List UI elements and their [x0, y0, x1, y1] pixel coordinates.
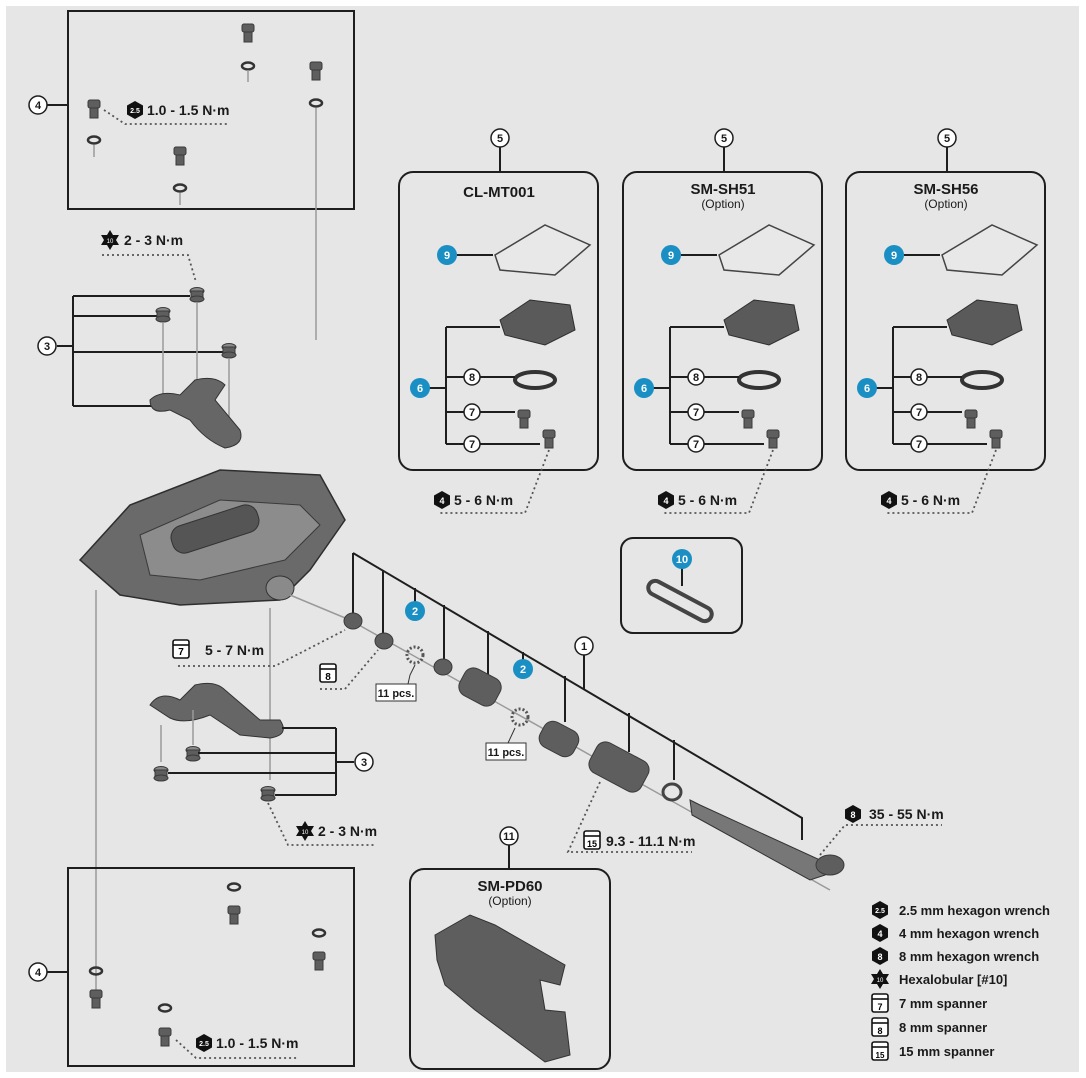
callout-8: 8 — [916, 372, 922, 384]
callout-4-bottom: 4 — [35, 967, 42, 979]
torque-locknut: 5 - 7 N·m — [205, 642, 264, 658]
callout-10: 10 — [676, 554, 688, 566]
spanner-8-icon: 8 — [877, 1026, 882, 1036]
screw-box-top: 4 2.5 1.0 - 1.5 N·m — [28, 10, 355, 340]
callout-6: 6 — [417, 383, 423, 395]
callout-9: 9 — [668, 250, 674, 262]
axle-torque: 8 35 - 55 N·m — [819, 805, 944, 856]
callout-3-top: 3 — [44, 341, 50, 353]
callout-7: 7 — [693, 407, 699, 419]
callout-2a: 2 — [412, 606, 418, 618]
cleat-title: SM-SH56 — [913, 181, 978, 198]
callout-5: 5 — [497, 133, 503, 145]
callout-4-top: 4 — [35, 100, 42, 112]
callout-7b: 7 — [693, 439, 699, 451]
legend-item: 2.5 2.5 mm hexagon wrench — [872, 901, 1050, 919]
bearing-count-2: 11 pcs. — [488, 747, 525, 759]
callout-5: 5 — [944, 133, 950, 145]
svg-text:15 mm spanner: 15 mm spanner — [899, 1044, 994, 1059]
legend-item: 4 4 mm hexagon wrench — [872, 924, 1039, 942]
cleat-title: CL-MT001 — [463, 184, 535, 201]
hex-8-icon: 8 — [850, 810, 855, 820]
legend-item: 10 Hexalobular [#10] — [871, 969, 1007, 989]
axle-assembly: 1 2 2 11 pcs. 11 pcs. — [343, 552, 845, 891]
hex-2.5-icon: 2.5 — [130, 108, 140, 115]
callout-6: 6 — [641, 383, 647, 395]
tool-subtitle: (Option) — [488, 894, 531, 908]
callout-8: 8 — [693, 372, 699, 384]
callout-6: 6 — [864, 383, 870, 395]
callout-2b: 2 — [520, 664, 526, 676]
bearing-count-1: 11 pcs. — [378, 688, 415, 700]
callout-9: 9 — [891, 250, 897, 262]
svg-text:4 mm hexagon wrench: 4 mm hexagon wrench — [899, 926, 1039, 941]
spanner-7-icon: 7 — [178, 647, 184, 658]
callout-1: 1 — [581, 641, 587, 653]
cleat-torque: 5 - 6 N·m — [678, 492, 737, 508]
svg-text:8 mm hexagon wrench: 8 mm hexagon wrench — [899, 949, 1039, 964]
legend-item: 7 7 mm spanner — [871, 993, 987, 1013]
hexalobular-icon: 10 — [107, 239, 114, 245]
torque-top-screws: 1.0 - 1.5 N·m — [147, 102, 229, 118]
screw-box-bottom: 4 2.5 1.0 - 1.5 N·m — [28, 867, 355, 1067]
hex-4-icon: 4 — [663, 496, 668, 506]
torque-top-plate: 2 - 3 N·m — [124, 232, 183, 248]
spanner-8-icon: 8 — [325, 672, 331, 683]
spanner-15-icon: 15 — [587, 839, 597, 849]
tool-title: SM-PD60 — [477, 878, 542, 895]
torque-bottom-plate: 2 - 3 N·m — [318, 823, 377, 839]
svg-text:7 mm spanner: 7 mm spanner — [899, 996, 987, 1011]
callout-7: 7 — [469, 407, 475, 419]
callout-9: 9 — [444, 250, 450, 262]
cleat-torque: 5 - 6 N·m — [901, 492, 960, 508]
hex-4-icon: 4 — [886, 496, 891, 506]
callout-7b: 7 — [916, 439, 922, 451]
callout-5: 5 — [721, 133, 727, 145]
svg-text:2.5 mm hexagon wrench: 2.5 mm hexagon wrench — [899, 903, 1050, 918]
torque-sleeve: 9.3 - 11.1 N·m — [606, 833, 696, 849]
spanner-15-icon: 15 — [876, 1051, 885, 1060]
hex-4-icon: 4 — [439, 496, 444, 506]
callout-3-bottom: 3 — [361, 757, 367, 769]
callout-7: 7 — [916, 407, 922, 419]
exploded-diagram: 4 2.5 1.0 - 1.5 N·m 10 2 - 3 N·m 3 — [28, 10, 1050, 1070]
cleat-box-3: 5 SM-SH56 (Option) 9 6 8 7 7 4 5 - 6 N·m — [845, 128, 1046, 514]
sleeve-torque: 15 9.3 - 11.1 N·m — [566, 781, 696, 853]
cleat-subtitle: (Option) — [701, 197, 744, 211]
callout-7b: 7 — [469, 439, 475, 451]
tool-legend: 2.5 2.5 mm hexagon wrench 4 4 mm hexagon… — [871, 901, 1050, 1061]
tool-box-sm-pd60: 11 SM-PD60 (Option) — [409, 826, 611, 1070]
legend-item: 8 8 mm spanner — [871, 1017, 987, 1037]
cleat-torque: 5 - 6 N·m — [454, 492, 513, 508]
svg-text:Hexalobular [#10]: Hexalobular [#10] — [899, 972, 1007, 987]
hexalobular-icon: 10 — [877, 978, 884, 984]
torque-axle: 35 - 55 N·m — [869, 806, 944, 822]
cleat-box-2: 5 SM-SH51 (Option) 9 6 8 7 7 4 5 - 6 N·m — [622, 128, 823, 514]
top-plate-group: 10 2 - 3 N·m 3 — [37, 230, 242, 449]
pedal-body — [78, 469, 351, 1000]
hex-8-icon: 8 — [877, 952, 882, 962]
callout-8: 8 — [469, 372, 475, 384]
hexalobular-icon: 10 — [302, 830, 309, 836]
legend-item: 15 15 mm spanner — [871, 1041, 994, 1061]
spanner-7-icon: 7 — [877, 1002, 882, 1012]
bottom-plate-group: 3 10 2 - 3 N·m — [149, 682, 377, 846]
cleat-subtitle: (Option) — [924, 197, 967, 211]
svg-text:8 mm spanner: 8 mm spanner — [899, 1020, 987, 1035]
locknut-torque: 7 5 - 7 N·m 8 — [172, 629, 379, 690]
callout-11: 11 — [503, 831, 515, 843]
hex-2.5-icon: 2.5 — [875, 908, 885, 915]
cleat-title: SM-SH51 — [690, 181, 755, 198]
diagram-canvas: 4 2.5 1.0 - 1.5 N·m 10 2 - 3 N·m 3 — [6, 6, 1079, 1072]
spare-part-10-box: 10 — [620, 537, 743, 634]
legend-item: 8 8 mm hexagon wrench — [872, 947, 1039, 965]
hex-4-icon: 4 — [877, 929, 882, 939]
torque-bottom-screws: 1.0 - 1.5 N·m — [216, 1035, 298, 1051]
cleat-box-1: 5 CL-MT001 9 6 8 7 7 4 5 - 6 N·m — [398, 128, 599, 514]
hex-2.5-icon: 2.5 — [199, 1041, 209, 1048]
